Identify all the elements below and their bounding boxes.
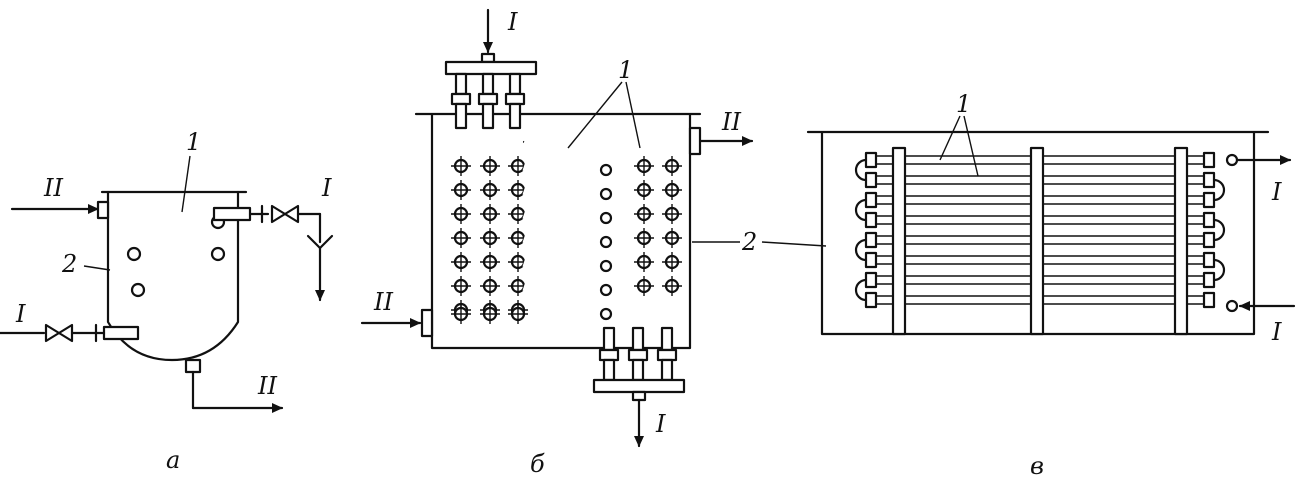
figure-b: I II II I 1 2 б xyxy=(360,8,827,478)
u-bend-left xyxy=(854,238,868,262)
coil-tube xyxy=(522,233,613,273)
tube-section xyxy=(662,252,682,272)
top-headers-b xyxy=(450,72,526,130)
tube-section xyxy=(634,156,654,176)
coil-tube xyxy=(522,185,613,225)
tube-section xyxy=(634,276,654,296)
label-a-in-bottom: I xyxy=(15,300,26,328)
label-a-out-bottom: II xyxy=(257,372,277,400)
coil-tube xyxy=(522,281,613,321)
tube-section xyxy=(480,180,500,200)
coil-tube xyxy=(522,137,613,177)
tube-section xyxy=(451,276,471,296)
label-a-coil: 1 xyxy=(186,128,201,156)
label-c-coil: 1 xyxy=(956,90,971,118)
label-b-out-bottom: I xyxy=(655,410,666,438)
tube-section xyxy=(662,276,682,296)
tube-section xyxy=(451,180,471,200)
tube-section xyxy=(662,228,682,248)
label-b-vessel: 2 xyxy=(741,228,757,256)
tube-section xyxy=(480,304,500,324)
label-b-in-left: II xyxy=(373,288,393,316)
u-bend-left xyxy=(854,198,868,222)
label-b-coil: 1 xyxy=(618,56,633,84)
tube-section xyxy=(662,156,682,176)
tube-section xyxy=(480,204,500,224)
figure-a: II I I II 1 2 а xyxy=(0,128,334,474)
support-plate-middle xyxy=(1029,146,1045,336)
bottom-headers-b xyxy=(592,326,686,402)
u-bend-left xyxy=(854,278,868,302)
tube-section xyxy=(662,180,682,200)
tube-section xyxy=(634,252,654,272)
tube-section xyxy=(480,156,500,176)
tube-section xyxy=(451,204,471,224)
label-b-out-right: II xyxy=(721,108,741,136)
label-a-out-top: I xyxy=(321,174,332,202)
tube-section xyxy=(634,228,654,248)
tube-sections-b xyxy=(451,156,682,324)
label-a-vessel: 2 xyxy=(61,250,77,278)
label-b-in-top: I xyxy=(507,8,518,36)
caption-b: б xyxy=(530,450,545,478)
tube-section xyxy=(451,252,471,272)
u-bend-right xyxy=(1212,258,1226,282)
u-bend-right xyxy=(1212,218,1226,242)
support-plate-left xyxy=(891,146,907,336)
figure-c: I I 1 в xyxy=(806,90,1296,480)
tube-section xyxy=(451,304,471,324)
tube-section xyxy=(451,156,471,176)
tube-section xyxy=(480,228,500,248)
tube-section xyxy=(634,180,654,200)
tube-section xyxy=(451,228,471,248)
tube-section xyxy=(508,276,528,296)
caption-a: а xyxy=(166,446,180,474)
support-plate-right xyxy=(1173,146,1189,336)
coil-tube xyxy=(522,161,613,201)
label-c-out-right: I xyxy=(1271,178,1282,206)
u-bend-right xyxy=(1212,178,1226,202)
tube-section xyxy=(508,304,528,324)
u-bend-left xyxy=(854,158,868,182)
caption-c: в xyxy=(1030,452,1044,480)
tube-section xyxy=(662,204,682,224)
coil-a xyxy=(102,206,252,341)
tube-section xyxy=(480,252,500,272)
label-a-in-top: II xyxy=(43,174,63,202)
coil-b xyxy=(522,137,613,321)
tube-section xyxy=(480,276,500,296)
coil-tube xyxy=(522,257,613,297)
tube-section xyxy=(634,204,654,224)
label-c-in-right: I xyxy=(1271,318,1282,346)
coil-tube xyxy=(522,209,613,249)
